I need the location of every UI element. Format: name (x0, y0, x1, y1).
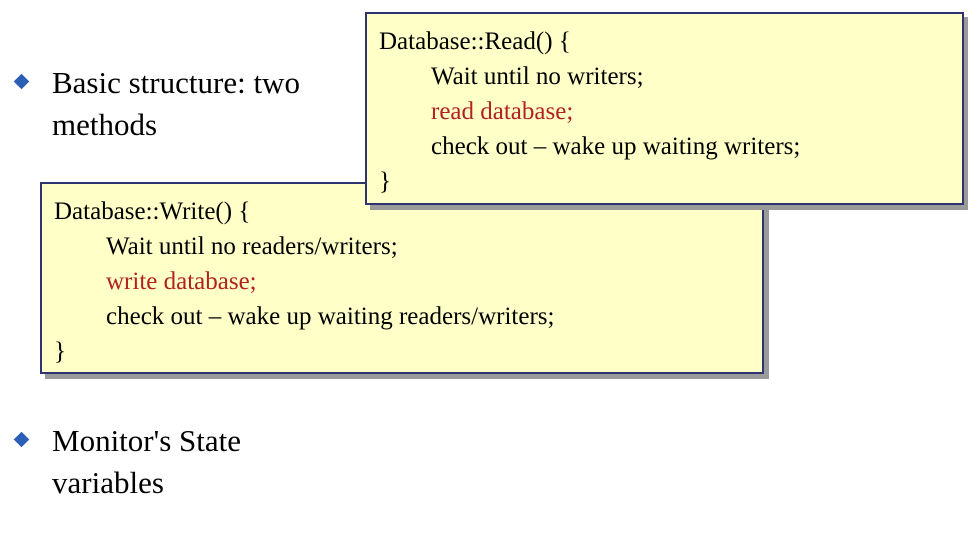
read-close-brace: } (379, 168, 391, 195)
write-close-brace: } (54, 338, 66, 365)
read-method-box: Database::Read() { Wait until no writers… (365, 12, 964, 205)
write-checkout-line: check out – wake up waiting readers/writ… (106, 303, 555, 330)
bullet-diamond-icon (13, 431, 30, 448)
bullet-diamond-icon (13, 73, 30, 90)
bullet-text-line: variables (52, 465, 164, 500)
write-signature: Database::Write() { (54, 198, 251, 225)
bullet-text-line: methods (52, 107, 158, 142)
read-wait-line: Wait until no writers; (431, 63, 644, 90)
read-checkout-line: check out – wake up waiting writers; (431, 133, 801, 160)
read-action-line: read database; (431, 98, 574, 125)
bullet-text-line: Monitor's State (52, 423, 241, 458)
write-method-box: Database::Write() { Wait until no reader… (40, 182, 764, 374)
bullet-basic-structure: Basic structure: two methods (13, 62, 300, 146)
read-signature: Database::Read() { (379, 28, 571, 55)
write-wait-line: Wait until no readers/writers; (106, 233, 398, 260)
bullet-text-line: Basic structure: two (52, 65, 300, 100)
write-action-line: write database; (106, 268, 257, 295)
bullet-monitor-state: Monitor's State variables (13, 420, 241, 504)
